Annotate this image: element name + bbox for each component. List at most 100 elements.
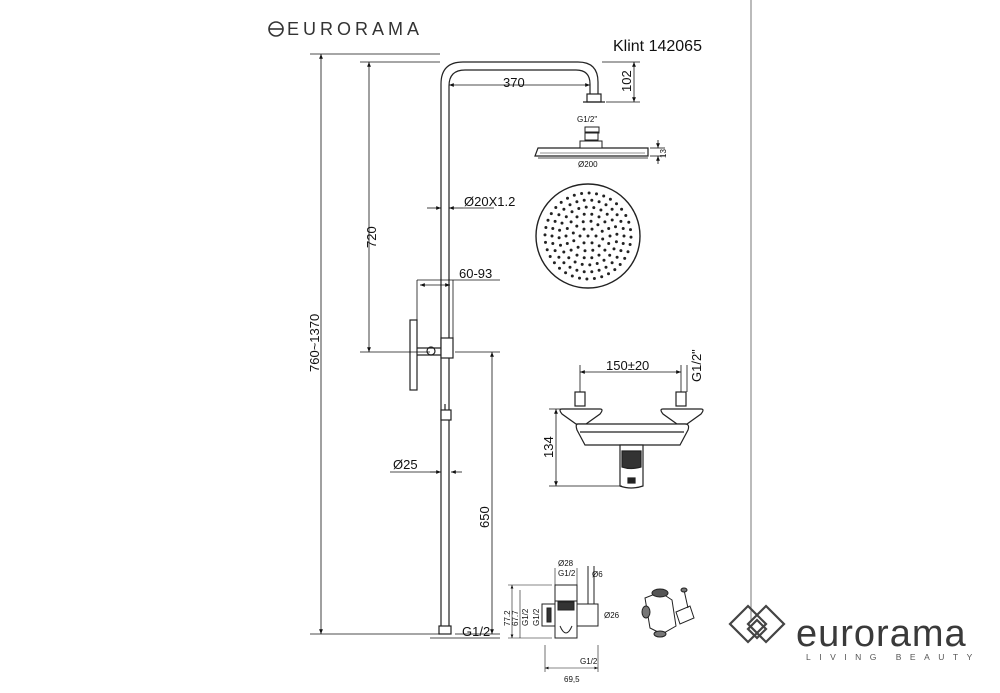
dim-arm-length: 370 — [503, 75, 525, 90]
nozzle-dot — [554, 206, 558, 209]
nozzle-dot — [615, 255, 619, 259]
nozzle-dot — [575, 268, 579, 272]
nozzle-dot — [570, 210, 574, 214]
nozzle-dot — [582, 270, 586, 274]
nozzle-dot — [582, 256, 586, 260]
nozzle-dot — [608, 197, 612, 201]
dim-mixer-spacing: 150±20 — [606, 358, 649, 373]
nozzle-dot — [568, 203, 572, 207]
nozzle-dot — [610, 218, 614, 222]
nozzle-dot — [552, 261, 556, 265]
nozzle-dot — [624, 214, 628, 217]
brand-name: EURORAMA — [287, 19, 423, 39]
nozzle-dot — [629, 235, 633, 239]
diverter-detail — [541, 566, 599, 639]
nozzle-dot — [577, 207, 581, 210]
nozzle-dot — [584, 205, 588, 209]
nozzle-dot — [600, 275, 604, 279]
nozzle-dot — [585, 277, 589, 281]
nozzle-dot — [557, 236, 561, 240]
dim-h2: 67.7 — [511, 610, 520, 626]
shower-head-top — [535, 183, 641, 289]
dimension-lines — [310, 53, 665, 639]
nozzle-dot — [546, 218, 550, 222]
nozzle-dot — [612, 247, 616, 251]
brand-logo-bottom — [728, 604, 786, 644]
nozzle-dot — [578, 276, 581, 280]
nozzle-dot — [597, 215, 601, 219]
dim-bottom-thread: G1/2 — [462, 624, 490, 639]
nozzle-dot — [619, 219, 623, 223]
nozzle-dot — [551, 242, 555, 245]
nozzle-dot — [553, 219, 557, 223]
nozzle-dot — [572, 239, 576, 243]
nozzle-dot — [565, 227, 569, 230]
dim-d26: Ø26 — [604, 611, 620, 620]
nozzle-dot — [602, 194, 606, 198]
dim-head-diameter: Ø200 — [578, 160, 598, 169]
nozzle-dot — [623, 256, 627, 260]
dim-head-thickness: 13 — [659, 149, 668, 158]
nozzle-dot — [588, 263, 592, 267]
nozzle-dot — [597, 200, 601, 204]
nozzle-dot — [621, 242, 625, 245]
nozzle-dot — [590, 270, 594, 274]
nozzle-dot — [604, 265, 608, 269]
nozzle-dot — [608, 253, 612, 257]
dim-arm-height: 102 — [619, 70, 634, 92]
nozzle-dot — [567, 256, 571, 260]
nozzle-dot — [607, 227, 611, 230]
nozzle-dot — [615, 202, 618, 206]
nozzle-dot — [618, 263, 622, 266]
dimension-labels: 370 102 G1/2" Ø200 13 Ø20X1.2 720 60-93 … — [307, 70, 668, 639]
dim-d6: Ø6 — [592, 570, 603, 579]
nozzle-dot — [590, 256, 594, 260]
nozzle-dot — [557, 255, 561, 259]
nozzle-dot — [626, 250, 630, 254]
dim-g-left: G1/2 — [521, 608, 530, 626]
nozzle-dot — [587, 191, 591, 195]
nozzle-dot — [592, 206, 596, 210]
nozzle-dot — [553, 249, 557, 253]
nozzle-dot — [559, 243, 562, 247]
nozzle-dot — [601, 237, 605, 241]
dim-total-height: 760~1370 — [307, 314, 322, 372]
nozzle-dot — [575, 215, 579, 219]
diverter-dimensions — [508, 568, 599, 672]
nozzle-dot — [580, 192, 584, 195]
nozzle-dot — [564, 234, 568, 238]
nozzle-dot — [610, 207, 614, 211]
nozzle-dot — [597, 268, 601, 272]
dim-g-top: G1/2 — [558, 569, 576, 578]
dim-pipe: Ø20X1.2 — [464, 194, 515, 209]
nozzle-dot — [629, 228, 632, 232]
shower-column — [409, 61, 605, 635]
nozzle-dot — [614, 225, 617, 229]
nozzle-dot — [559, 200, 563, 204]
nozzle-dot — [575, 253, 579, 257]
nozzle-dot — [610, 261, 614, 265]
nozzle-dot — [551, 227, 555, 230]
nozzle-dot — [605, 212, 609, 216]
nozzle-dot — [575, 200, 579, 204]
nozzle-dot — [569, 220, 573, 224]
nozzle-dot — [564, 271, 568, 275]
nozzle-dot — [558, 266, 561, 270]
nozzle-dot — [545, 248, 549, 252]
nozzle-dot — [569, 248, 573, 252]
dim-slider-diameter: Ø25 — [393, 457, 418, 472]
nozzle-dot — [628, 243, 632, 246]
nozzle-dot — [590, 241, 594, 245]
footer-brand: eurorama — [796, 613, 967, 655]
shower-head-side — [534, 126, 649, 157]
nozzle-dot — [619, 249, 623, 253]
nozzle-dot — [591, 248, 595, 252]
dim-g-bottom: G1/2 — [580, 657, 598, 666]
nozzle-dot — [603, 248, 607, 252]
nozzle-dot — [580, 262, 584, 266]
nozzle-dot — [549, 212, 553, 216]
dim-lower-length: 650 — [477, 506, 492, 528]
nozzle-dot — [565, 242, 569, 245]
nozzle-dot — [566, 196, 569, 200]
